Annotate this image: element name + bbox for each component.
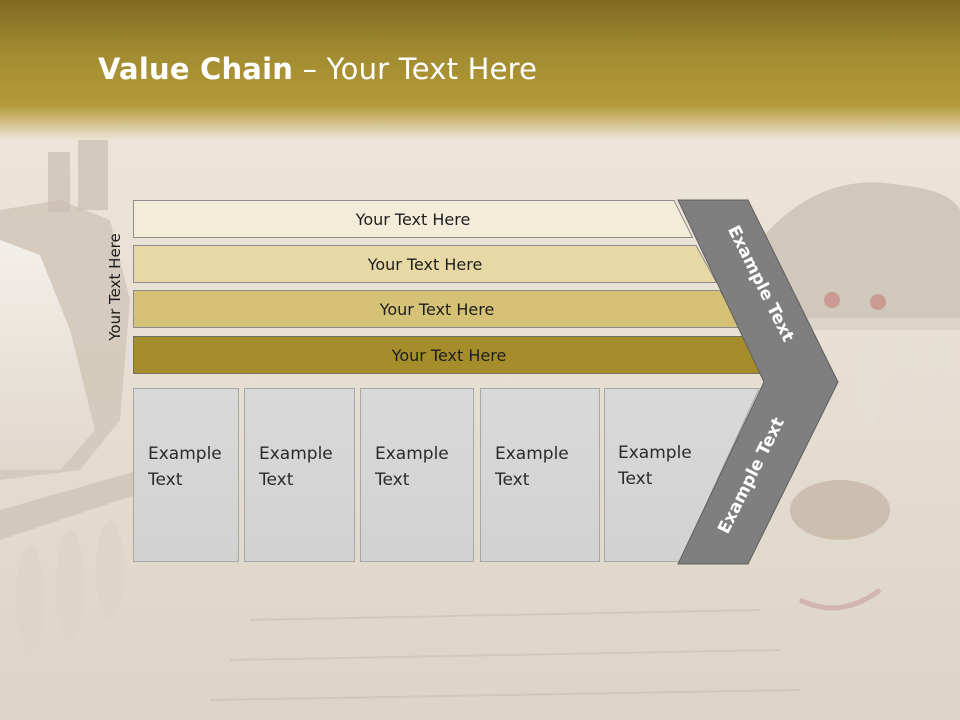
reflection-column-2 <box>244 546 355 564</box>
side-label: Your Text Here <box>106 233 124 341</box>
column-1: Example Text <box>133 388 239 562</box>
column-5-text: Example Text <box>618 443 692 489</box>
column-2: Example Text <box>244 388 355 562</box>
column-4: Example Text <box>480 388 600 562</box>
reflection-column-5 <box>604 546 684 564</box>
column-2-text: Example Text <box>259 444 333 490</box>
bar-2: Your Text Here <box>133 245 717 283</box>
bar-1: Your Text Here <box>133 200 693 238</box>
page-title: Value Chain – Your Text Here <box>98 52 537 86</box>
bar-3: Your Text Here <box>133 290 741 328</box>
header-band <box>0 0 960 140</box>
column-4-text: Example Text <box>495 444 569 490</box>
bar-1-shape <box>133 200 693 238</box>
column-3: Example Text <box>360 388 474 562</box>
bar-4: Your Text Here <box>133 336 765 374</box>
bar-4-label: Your Text Here <box>391 345 507 365</box>
title-rest: – Your Text Here <box>293 52 538 86</box>
reflection-column-1 <box>133 546 239 564</box>
bar-3-label: Your Text Here <box>379 299 495 319</box>
reflection <box>0 408 960 564</box>
reflection-column-3 <box>360 546 474 564</box>
reflection-column-4 <box>480 546 600 564</box>
bar-2-label: Your Text Here <box>367 254 483 274</box>
title-bold: Value Chain <box>98 52 294 86</box>
bar-1-label: Your Text Here <box>355 209 471 229</box>
column-1-text: Example Text <box>148 444 222 490</box>
column-3-text: Example Text <box>375 444 449 490</box>
value-chevron: Example Text Example Text <box>677 199 839 565</box>
